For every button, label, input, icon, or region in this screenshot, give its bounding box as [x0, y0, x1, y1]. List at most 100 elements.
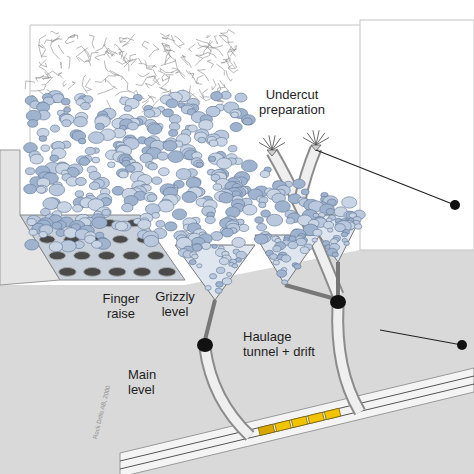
ore-boulder [81, 102, 91, 109]
fracture-line [215, 36, 218, 44]
access-line [316, 150, 455, 205]
drawpoint [123, 252, 140, 260]
access-line [380, 330, 462, 345]
ore-boulder [277, 270, 287, 278]
ore-boulder [212, 244, 217, 248]
rail [120, 384, 474, 469]
fracture-line [121, 76, 134, 94]
ore-boulder [158, 200, 174, 212]
ore-boulder [328, 228, 333, 232]
ore-boulder [29, 229, 37, 235]
ore-boulder [230, 123, 242, 132]
ore-boulder [64, 107, 71, 112]
ore-boulder [176, 169, 191, 180]
ore-boulder [286, 218, 294, 224]
fracture-line [171, 35, 181, 48]
ore-boulder [43, 198, 59, 210]
fracture-line [228, 62, 237, 69]
ore-boulder [243, 204, 257, 215]
fracture-line [171, 68, 178, 73]
ore-boulder [144, 109, 155, 117]
fracture-line [195, 49, 211, 66]
fracture-line [70, 34, 78, 39]
ore-boulder [219, 258, 228, 265]
ore-boulder [158, 168, 169, 176]
ore-boulder [312, 238, 317, 242]
fracture-line [216, 64, 224, 75]
drawpoint [84, 268, 102, 277]
ore-boulder [301, 189, 309, 195]
ore-boulder [37, 185, 48, 193]
ore-boulder [332, 252, 338, 257]
fracture-line [208, 43, 223, 56]
end-wall [360, 20, 474, 250]
ore-boulder [157, 152, 168, 160]
tunnel-wall [300, 148, 316, 200]
ore-boulder [209, 156, 216, 161]
fracture-line [66, 38, 75, 44]
finger-raise [285, 285, 332, 298]
ore-boulder [172, 209, 186, 220]
ore-boulder [165, 222, 177, 231]
ore-boulder [52, 222, 62, 229]
ore-boulder [28, 120, 38, 128]
drill-hole [313, 130, 316, 145]
fracture-line [120, 38, 134, 43]
ore-boulder [205, 286, 211, 291]
ore-boulder [156, 221, 165, 228]
ore-boulder [216, 281, 224, 287]
draw-cone [305, 215, 362, 262]
ore-boulder [205, 216, 215, 224]
grizzly-opening [197, 338, 213, 352]
ore-boulder [61, 98, 70, 105]
ore-train [258, 408, 341, 435]
fracture-line [146, 78, 160, 88]
fracture-line [183, 55, 192, 68]
drill-hole [272, 138, 281, 150]
fracture-line [220, 30, 235, 34]
ore-boulder [50, 125, 59, 132]
ore-boulder [25, 239, 39, 250]
fracture-line [226, 70, 232, 81]
ore-boulder [163, 141, 177, 151]
ore-boulder [201, 242, 211, 249]
ore-boulder [147, 194, 157, 201]
fracture-line [47, 71, 59, 76]
ore-boulder [300, 247, 309, 254]
fracture-line [119, 38, 126, 43]
fracture-line [181, 56, 189, 66]
ore-boulder [209, 140, 218, 146]
ore-boulder [36, 186, 45, 193]
ore-boulder [85, 147, 95, 155]
fracture-line [164, 50, 171, 65]
drawpoint [49, 252, 66, 260]
ore-boulder [138, 220, 151, 230]
fracture-line [200, 53, 216, 59]
ore-boulder [62, 120, 71, 127]
ore-boulder [24, 184, 37, 194]
fracture-line [119, 49, 123, 59]
ore-boulder [152, 177, 162, 185]
fracture-line [110, 71, 122, 80]
fracture-line [39, 45, 44, 58]
ore-boulder [79, 158, 90, 166]
ore-boulder [49, 242, 62, 252]
tunnel [205, 348, 250, 436]
ore-boulder [255, 234, 269, 244]
ore-boulder [194, 160, 204, 168]
ore-boulder [209, 274, 216, 279]
ore-boulder [128, 122, 139, 130]
fracture-line [221, 33, 236, 52]
ore-boulder [92, 217, 108, 229]
ore-boulder [189, 260, 196, 265]
ore-boulder [116, 169, 128, 178]
access-opening [457, 340, 467, 350]
outline-edge [30, 25, 360, 26]
fracture-line [50, 31, 59, 33]
fracture-line [198, 46, 212, 52]
ore-boulder [217, 158, 232, 169]
fracture-line [58, 45, 64, 54]
ore-boulder [341, 232, 347, 237]
ore-boulder [50, 155, 59, 161]
